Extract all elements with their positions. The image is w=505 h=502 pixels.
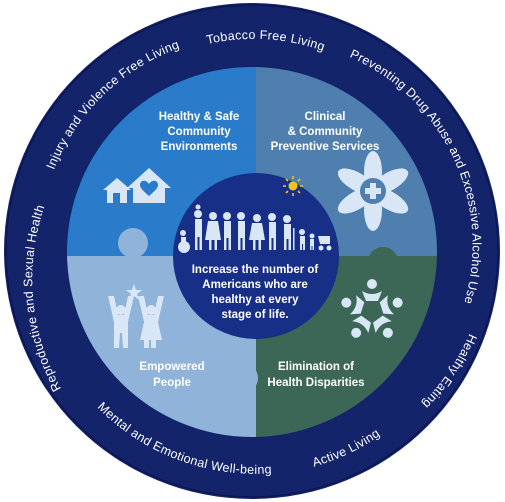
- puzzle-tab-right: [368, 247, 398, 277]
- svg-text:Community: Community: [167, 126, 231, 138]
- medical-star-icon: [337, 151, 409, 231]
- svg-text:Environments: Environments: [161, 141, 238, 153]
- svg-text:Clinical: Clinical: [305, 111, 346, 123]
- svg-text:Health Disparities: Health Disparities: [267, 377, 364, 389]
- svg-text:Empowered: Empowered: [139, 361, 204, 373]
- svg-text:Elimination of: Elimination of: [278, 361, 354, 373]
- sun-icon: [283, 176, 303, 196]
- center-goal-text: Increase the number of Americans who are…: [192, 264, 319, 321]
- svg-text:Healthy & Safe: Healthy & Safe: [159, 111, 240, 123]
- puzzle-tab-bottom: [228, 363, 258, 393]
- svg-text:Americans who are: Americans who are: [202, 279, 307, 291]
- svg-text:healthy at every: healthy at every: [212, 294, 300, 306]
- svg-text:Increase the number of: Increase the number of: [192, 264, 319, 276]
- diverse-people-icon: [178, 204, 332, 253]
- label-healthy-safe-community: Healthy & Safe Community Environments: [159, 111, 240, 153]
- svg-text:People: People: [153, 377, 191, 389]
- label-elimination-disparities: Elimination of Health Disparities: [267, 361, 364, 389]
- label-empowered-people: Empowered People: [139, 361, 204, 389]
- svg-text:& Community: & Community: [288, 126, 363, 138]
- svg-text:stage of life.: stage of life.: [221, 309, 288, 321]
- label-clinical-preventive: Clinical & Community Preventive Services: [271, 111, 380, 153]
- puzzle-tab-top: [258, 86, 288, 116]
- circle-of-people-icon: [341, 279, 403, 338]
- svg-text:Preventive Services: Preventive Services: [271, 141, 380, 153]
- houses-heart-icon: [103, 168, 171, 203]
- raised-arms-people-icon: [108, 284, 164, 348]
- puzzle-tab-left: [118, 228, 148, 258]
